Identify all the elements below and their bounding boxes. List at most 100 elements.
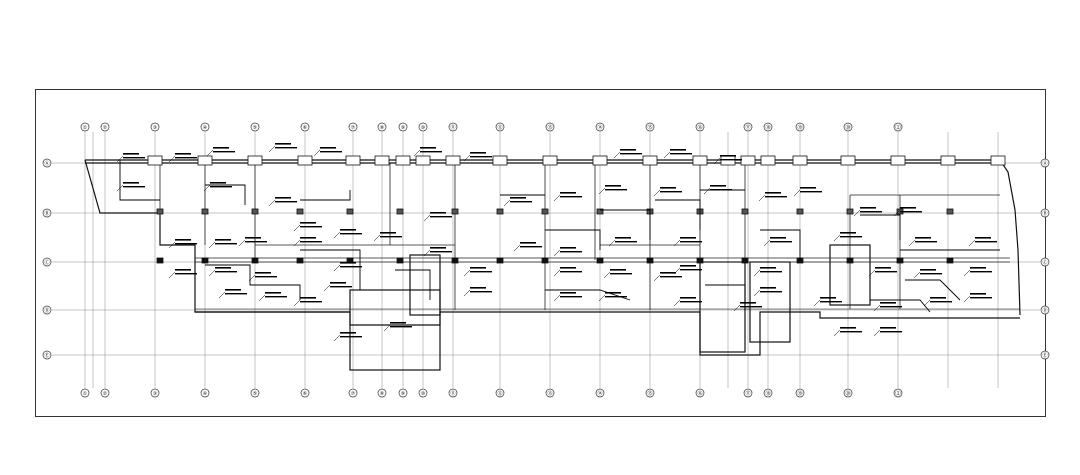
axis-bubble-label: ⑴ (895, 124, 900, 131)
axis-bubble-label: ⑩ (421, 391, 426, 397)
duct-lines (119, 160, 1000, 313)
axis-bubble-label: ⑬ (547, 390, 552, 397)
axis-bubble (100, 388, 110, 398)
axis-bubble (795, 388, 805, 398)
axis-bubble (398, 122, 408, 132)
axis-bubble-label: Ⓔ (1042, 352, 1047, 359)
axis-bubble-label: ⑤ (253, 125, 257, 131)
axis-bubble-label: ⑧ (380, 125, 385, 131)
axis-bubble (763, 388, 773, 398)
axis-bubble-label: ⑱ (765, 390, 770, 397)
axis-bubble-label: ① (83, 391, 88, 397)
axis-bubble-label: ⑴ (895, 390, 900, 397)
axis-bubble (250, 122, 260, 132)
axis-bubble-label: ② (103, 391, 108, 397)
axis-bubble (843, 122, 853, 132)
axis-bubble (80, 388, 90, 398)
axis-bubble (42, 350, 52, 360)
axis-bubble (545, 122, 555, 132)
axis-bubble-label: ⑮ (647, 124, 652, 131)
axis-bubble-label: ⑲ (797, 124, 802, 131)
axis-bubble-label: Ⓓ (44, 307, 49, 314)
axis-bubble (150, 388, 160, 398)
axis-bubble (348, 388, 358, 398)
axis-bubble-label: ⑲ (797, 390, 802, 397)
axis-bubble (300, 388, 310, 398)
axis-bubble (448, 388, 458, 398)
axis-bubble (300, 122, 310, 132)
axis-bubble-label: Ⓑ (1042, 210, 1047, 217)
axis-bubble (595, 122, 605, 132)
axis-bubble (100, 122, 110, 132)
axis-bubble (200, 122, 210, 132)
axis-bubble (1040, 305, 1050, 315)
axis-bubble-label: ③ (153, 125, 157, 131)
axis-bubble (1040, 208, 1050, 218)
axis-bubble-label: ⑩ (421, 125, 426, 131)
axis-bubble-label: Ⓒ (44, 259, 49, 266)
axis-bubble (495, 122, 505, 132)
axis-bubble (695, 122, 705, 132)
axis-bubble (893, 122, 903, 132)
axis-bubble (200, 388, 210, 398)
axis-bubble-label: ① (83, 125, 88, 131)
axis-bubble (418, 122, 428, 132)
axis-bubble-label: ⑬ (547, 124, 552, 131)
axis-bubble-label: Ⓐ (1042, 160, 1047, 167)
axis-bubble (42, 257, 52, 267)
axis-bubble-label: ② (103, 125, 108, 131)
axis-bubble (645, 122, 655, 132)
axis-bubble (695, 388, 705, 398)
axis-bubble (645, 388, 655, 398)
axis-bubble-label: ⑨ (401, 391, 405, 397)
axis-bubble (42, 158, 52, 168)
axis-bubble-label: ⑯ (697, 124, 702, 131)
axis-bubble (250, 388, 260, 398)
axis-bubble-label: ④ (203, 125, 208, 131)
axis-bubble-label: ⑦ (351, 125, 356, 131)
axis-bubble-label: Ⓒ (1042, 259, 1047, 266)
axis-bubble-label: ⑨ (401, 125, 405, 131)
axis-bubble (42, 208, 52, 218)
axis-bubble (743, 122, 753, 132)
axis-bubble (743, 388, 753, 398)
axis-bubble-label: ⑭ (597, 390, 602, 397)
axis-bubble (80, 122, 90, 132)
axis-bubble (893, 388, 903, 398)
axis-bubble (763, 122, 773, 132)
axis-bubble (545, 388, 555, 398)
axis-bubble-label: ⑰ (745, 390, 750, 397)
axis-bubble (398, 388, 408, 398)
axis-bubble-label: ⑳ (845, 390, 850, 397)
axis-bubble-label: ⑰ (745, 124, 750, 131)
axis-bubble-label: ⑯ (697, 390, 702, 397)
axis-bubble-label: ⑥ (303, 391, 308, 397)
axis-bubble-label: ③ (153, 391, 157, 397)
axis-bubble (795, 122, 805, 132)
axis-bubble (150, 122, 160, 132)
axis-bubble-label: ⑤ (253, 391, 257, 397)
axis-bubble-label: ⑪ (450, 390, 455, 397)
axis-bubble (1040, 158, 1050, 168)
axis-bubble (448, 122, 458, 132)
annotation-callouts (116, 143, 997, 342)
structural-columns (147, 155, 1006, 264)
drawing-border (35, 89, 1046, 417)
axis-bubble (377, 388, 387, 398)
axis-bubble-label: ⑥ (303, 125, 308, 131)
axis-bubble (1040, 257, 1050, 267)
axis-bubble-label: ⑭ (597, 124, 602, 131)
axis-bubble-label: ⑳ (845, 124, 850, 131)
axis-bubble (495, 388, 505, 398)
axis-bubble-label: ⑪ (450, 124, 455, 131)
interior-partitions (159, 163, 1010, 310)
axis-bubble-label: ⑱ (765, 124, 770, 131)
axis-bubble (418, 388, 428, 398)
axis-bubble (1040, 350, 1050, 360)
axis-bubble-label: Ⓐ (44, 160, 49, 167)
axis-bubble (595, 388, 605, 398)
